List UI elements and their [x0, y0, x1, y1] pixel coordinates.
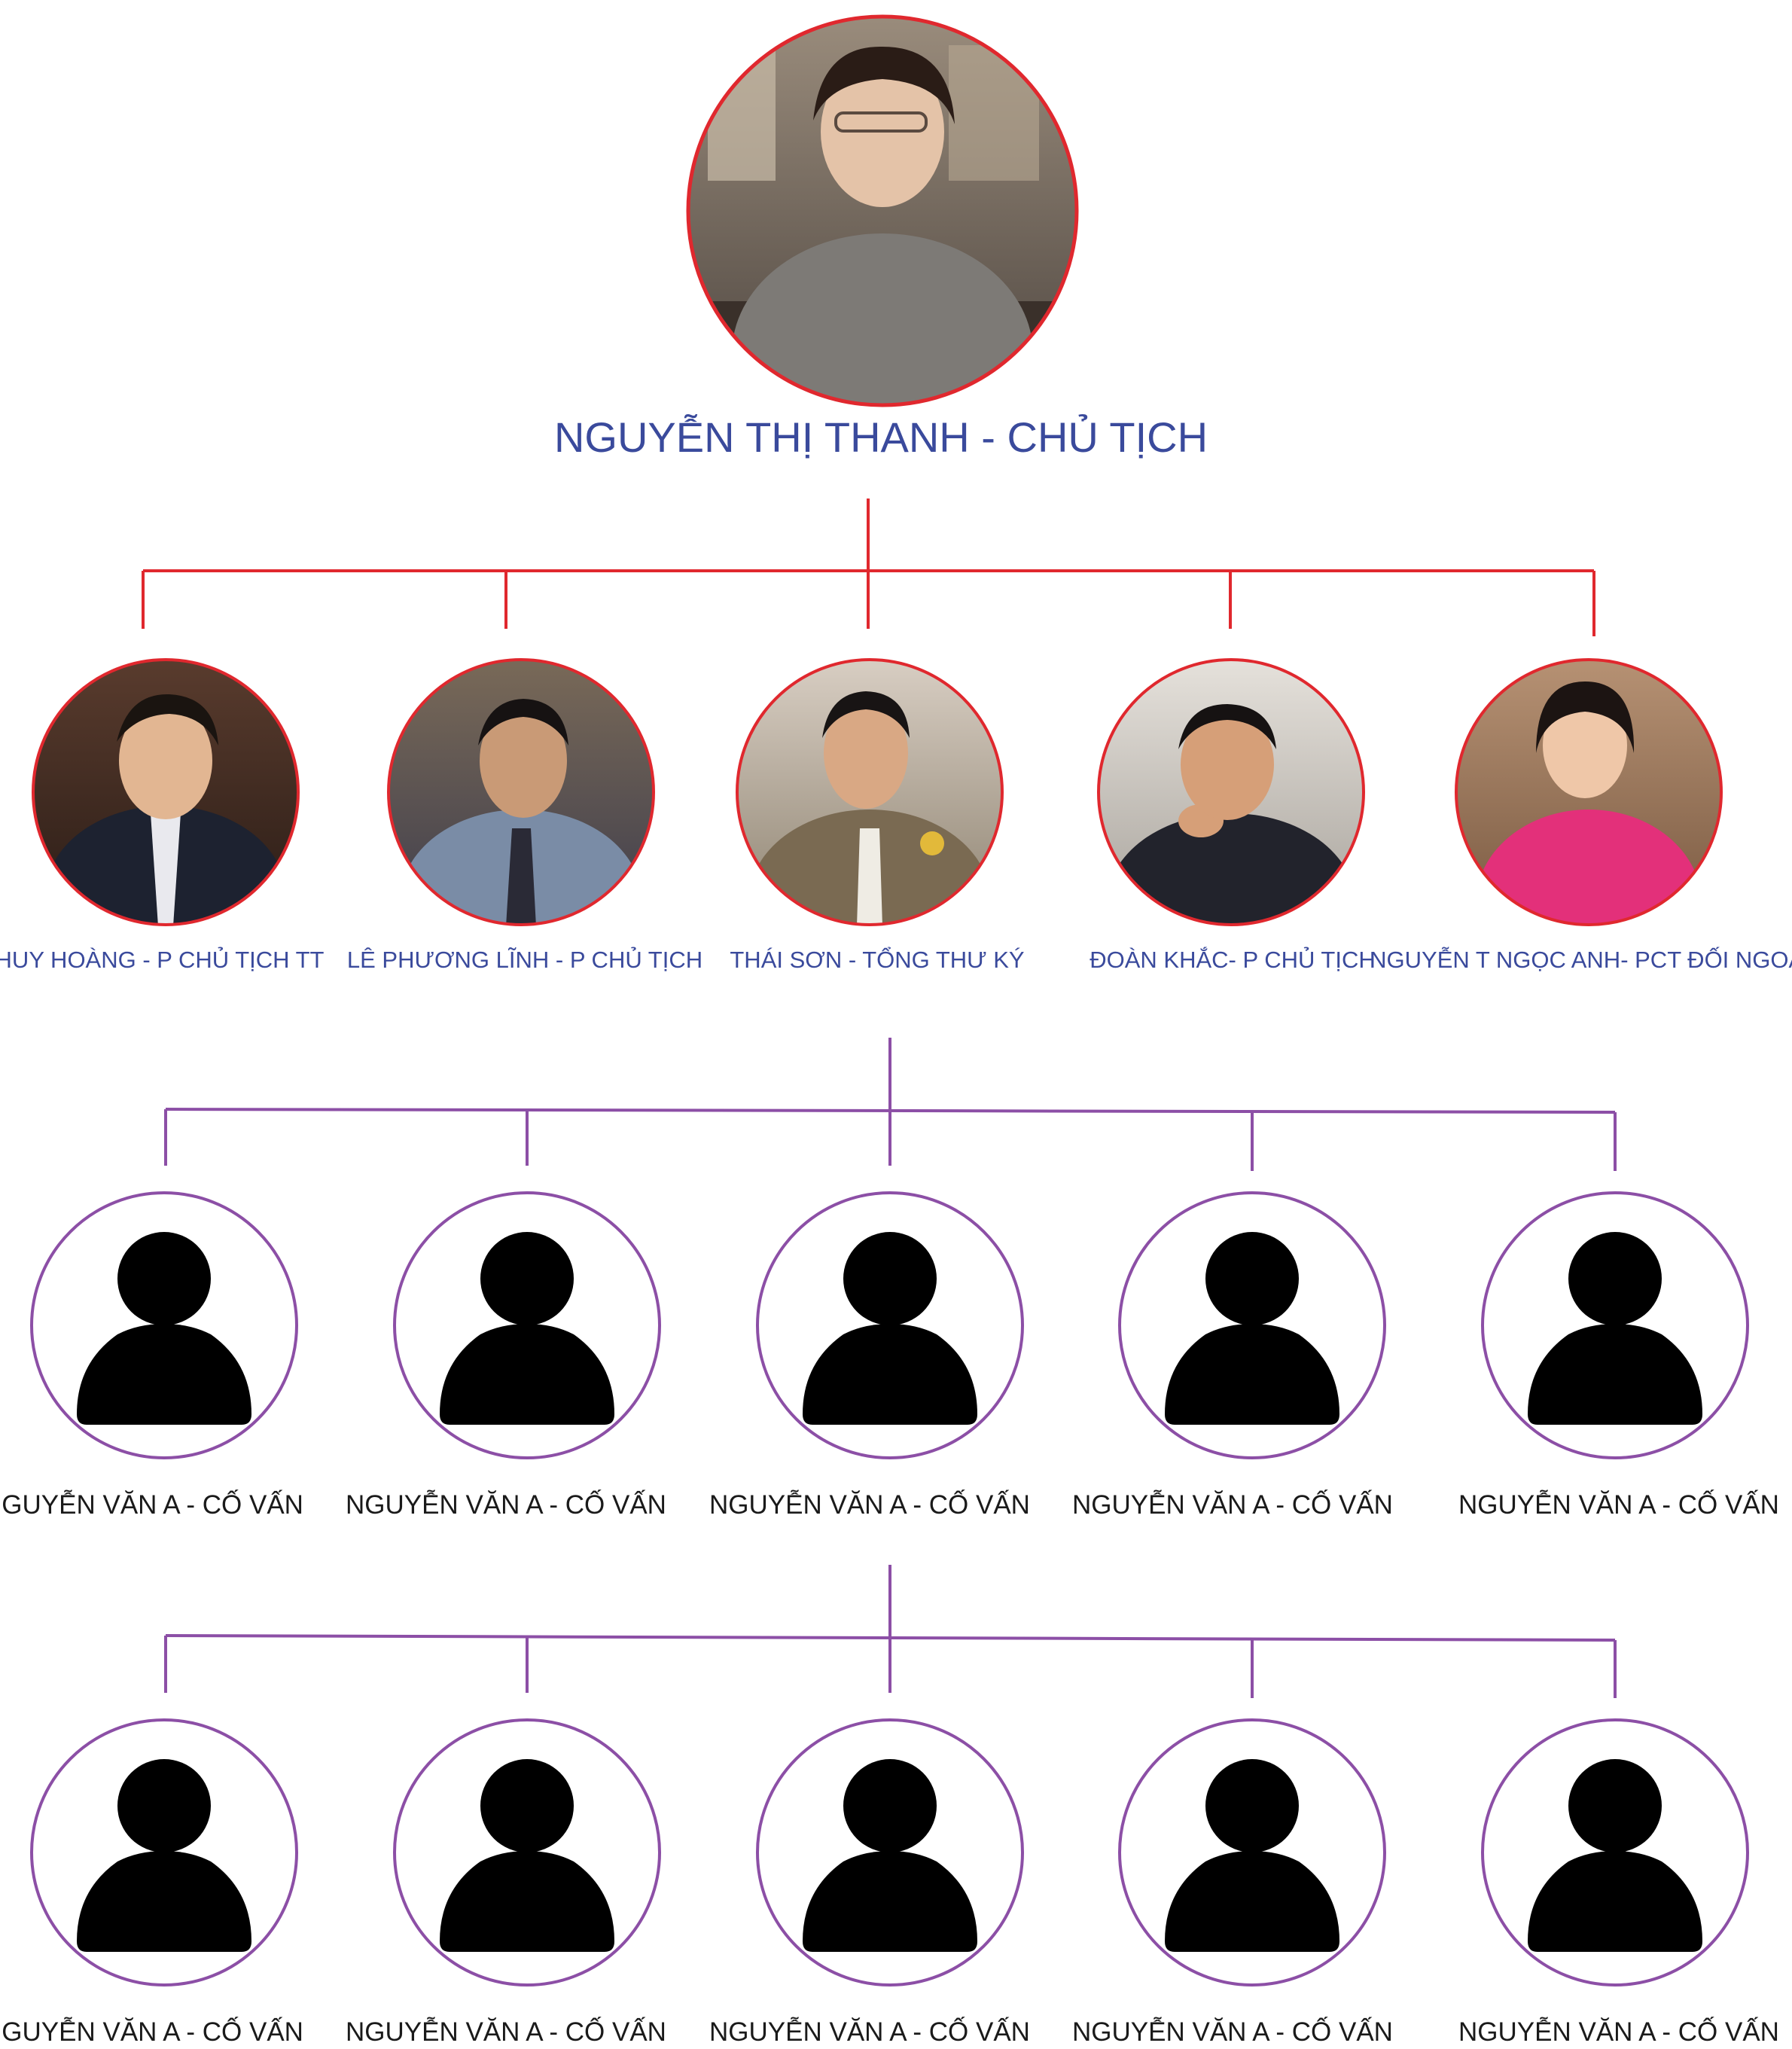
- advisor-name-r2-3: NGUYỄN VĂN A - CỐ VẤN: [709, 2017, 1030, 2047]
- user-silhouette-icon: [440, 1232, 614, 1425]
- deputy-photo-3: [736, 658, 1004, 926]
- advisor-avatar-r2-1: [30, 1718, 298, 1986]
- deputy-name-4: ĐOÀN KHẮC- P CHỦ TỊCH: [1090, 946, 1376, 973]
- advisor-avatar-r2-4: [1118, 1718, 1386, 1986]
- advisor-name-r1-2: NGUYỄN VĂN A - CỐ VẤN: [346, 1489, 666, 1520]
- user-silhouette-icon: [803, 1232, 977, 1425]
- connector-advisors-row1-row2: [164, 1565, 1617, 1698]
- advisor-name-r2-1: NGUYỄN VĂN A - CỐ VẤN: [0, 2017, 303, 2047]
- advisor-avatar-r1-5: [1481, 1191, 1749, 1459]
- advisor-name-r2-4: NGUYỄN VĂN A - CỐ VẤN: [1072, 2017, 1393, 2047]
- advisor-avatar-r2-5: [1481, 1718, 1749, 1986]
- user-silhouette-icon: [1165, 1232, 1339, 1425]
- user-silhouette-icon: [1165, 1759, 1339, 1952]
- advisor-name-r1-4: NGUYỄN VĂN A - CỐ VẤN: [1072, 1489, 1393, 1520]
- advisor-avatar-r2-2: [393, 1718, 661, 1986]
- person-photo-icon: [688, 17, 1077, 405]
- advisor-avatar-r1-2: [393, 1191, 661, 1459]
- advisor-avatar-r1-4: [1118, 1191, 1386, 1459]
- advisor-name-r1-3: NGUYỄN VĂN A - CỐ VẤN: [709, 1489, 1030, 1520]
- person-photo-icon: [389, 660, 654, 925]
- advisor-avatar-r2-3: [756, 1718, 1024, 1986]
- chairman-photo: [686, 14, 1079, 407]
- user-silhouette-icon: [77, 1759, 251, 1952]
- person-photo-icon: [33, 660, 298, 925]
- advisor-name-r2-2: NGUYỄN VĂN A - CỐ VẤN: [346, 2017, 666, 2047]
- deputy-name-2: LÊ PHƯƠNG LĨNH - P CHỦ TỊCH: [347, 946, 702, 973]
- advisor-avatar-r1-3: [756, 1191, 1024, 1459]
- advisor-avatar-r1-1: [30, 1191, 298, 1459]
- user-silhouette-icon: [440, 1759, 614, 1952]
- advisor-name-r2-5: NGUYỄN VĂN A - CỐ VẤN: [1458, 2017, 1779, 2047]
- advisor-name-r1-5: NGUYỄN VĂN A - CỐ VẤN: [1458, 1489, 1779, 1520]
- deputy-photo-2: [387, 658, 655, 926]
- connector-chairman-deputies: [142, 499, 1595, 636]
- person-photo-icon: [1099, 660, 1364, 925]
- person-photo-icon: [737, 660, 1002, 925]
- deputy-name-3: THÁI SƠN - TỔNG THƯ KÝ: [730, 946, 1024, 973]
- deputy-photo-4: [1097, 658, 1365, 926]
- deputy-name-5: NGUYỄN T NGỌC ANH- PCT ĐỐI NGOẠI: [1370, 946, 1792, 973]
- chairman-name: NGUYỄN THỊ THANH - CHỦ TỊCH: [554, 413, 1208, 461]
- user-silhouette-icon: [77, 1232, 251, 1425]
- connector-deputies-advisors-row1: [164, 1038, 1617, 1171]
- deputy-name-1: HUY HOÀNG - P CHỦ TỊCH TT: [0, 946, 325, 973]
- user-silhouette-icon: [803, 1759, 977, 1952]
- advisor-name-r1-1: NGUYỄN VĂN A - CỐ VẤN: [0, 1489, 303, 1520]
- user-silhouette-icon: [1528, 1759, 1702, 1952]
- deputy-photo-1: [32, 658, 300, 926]
- user-silhouette-icon: [1528, 1232, 1702, 1425]
- person-photo-icon: [1456, 660, 1721, 925]
- deputy-photo-5: [1455, 658, 1723, 926]
